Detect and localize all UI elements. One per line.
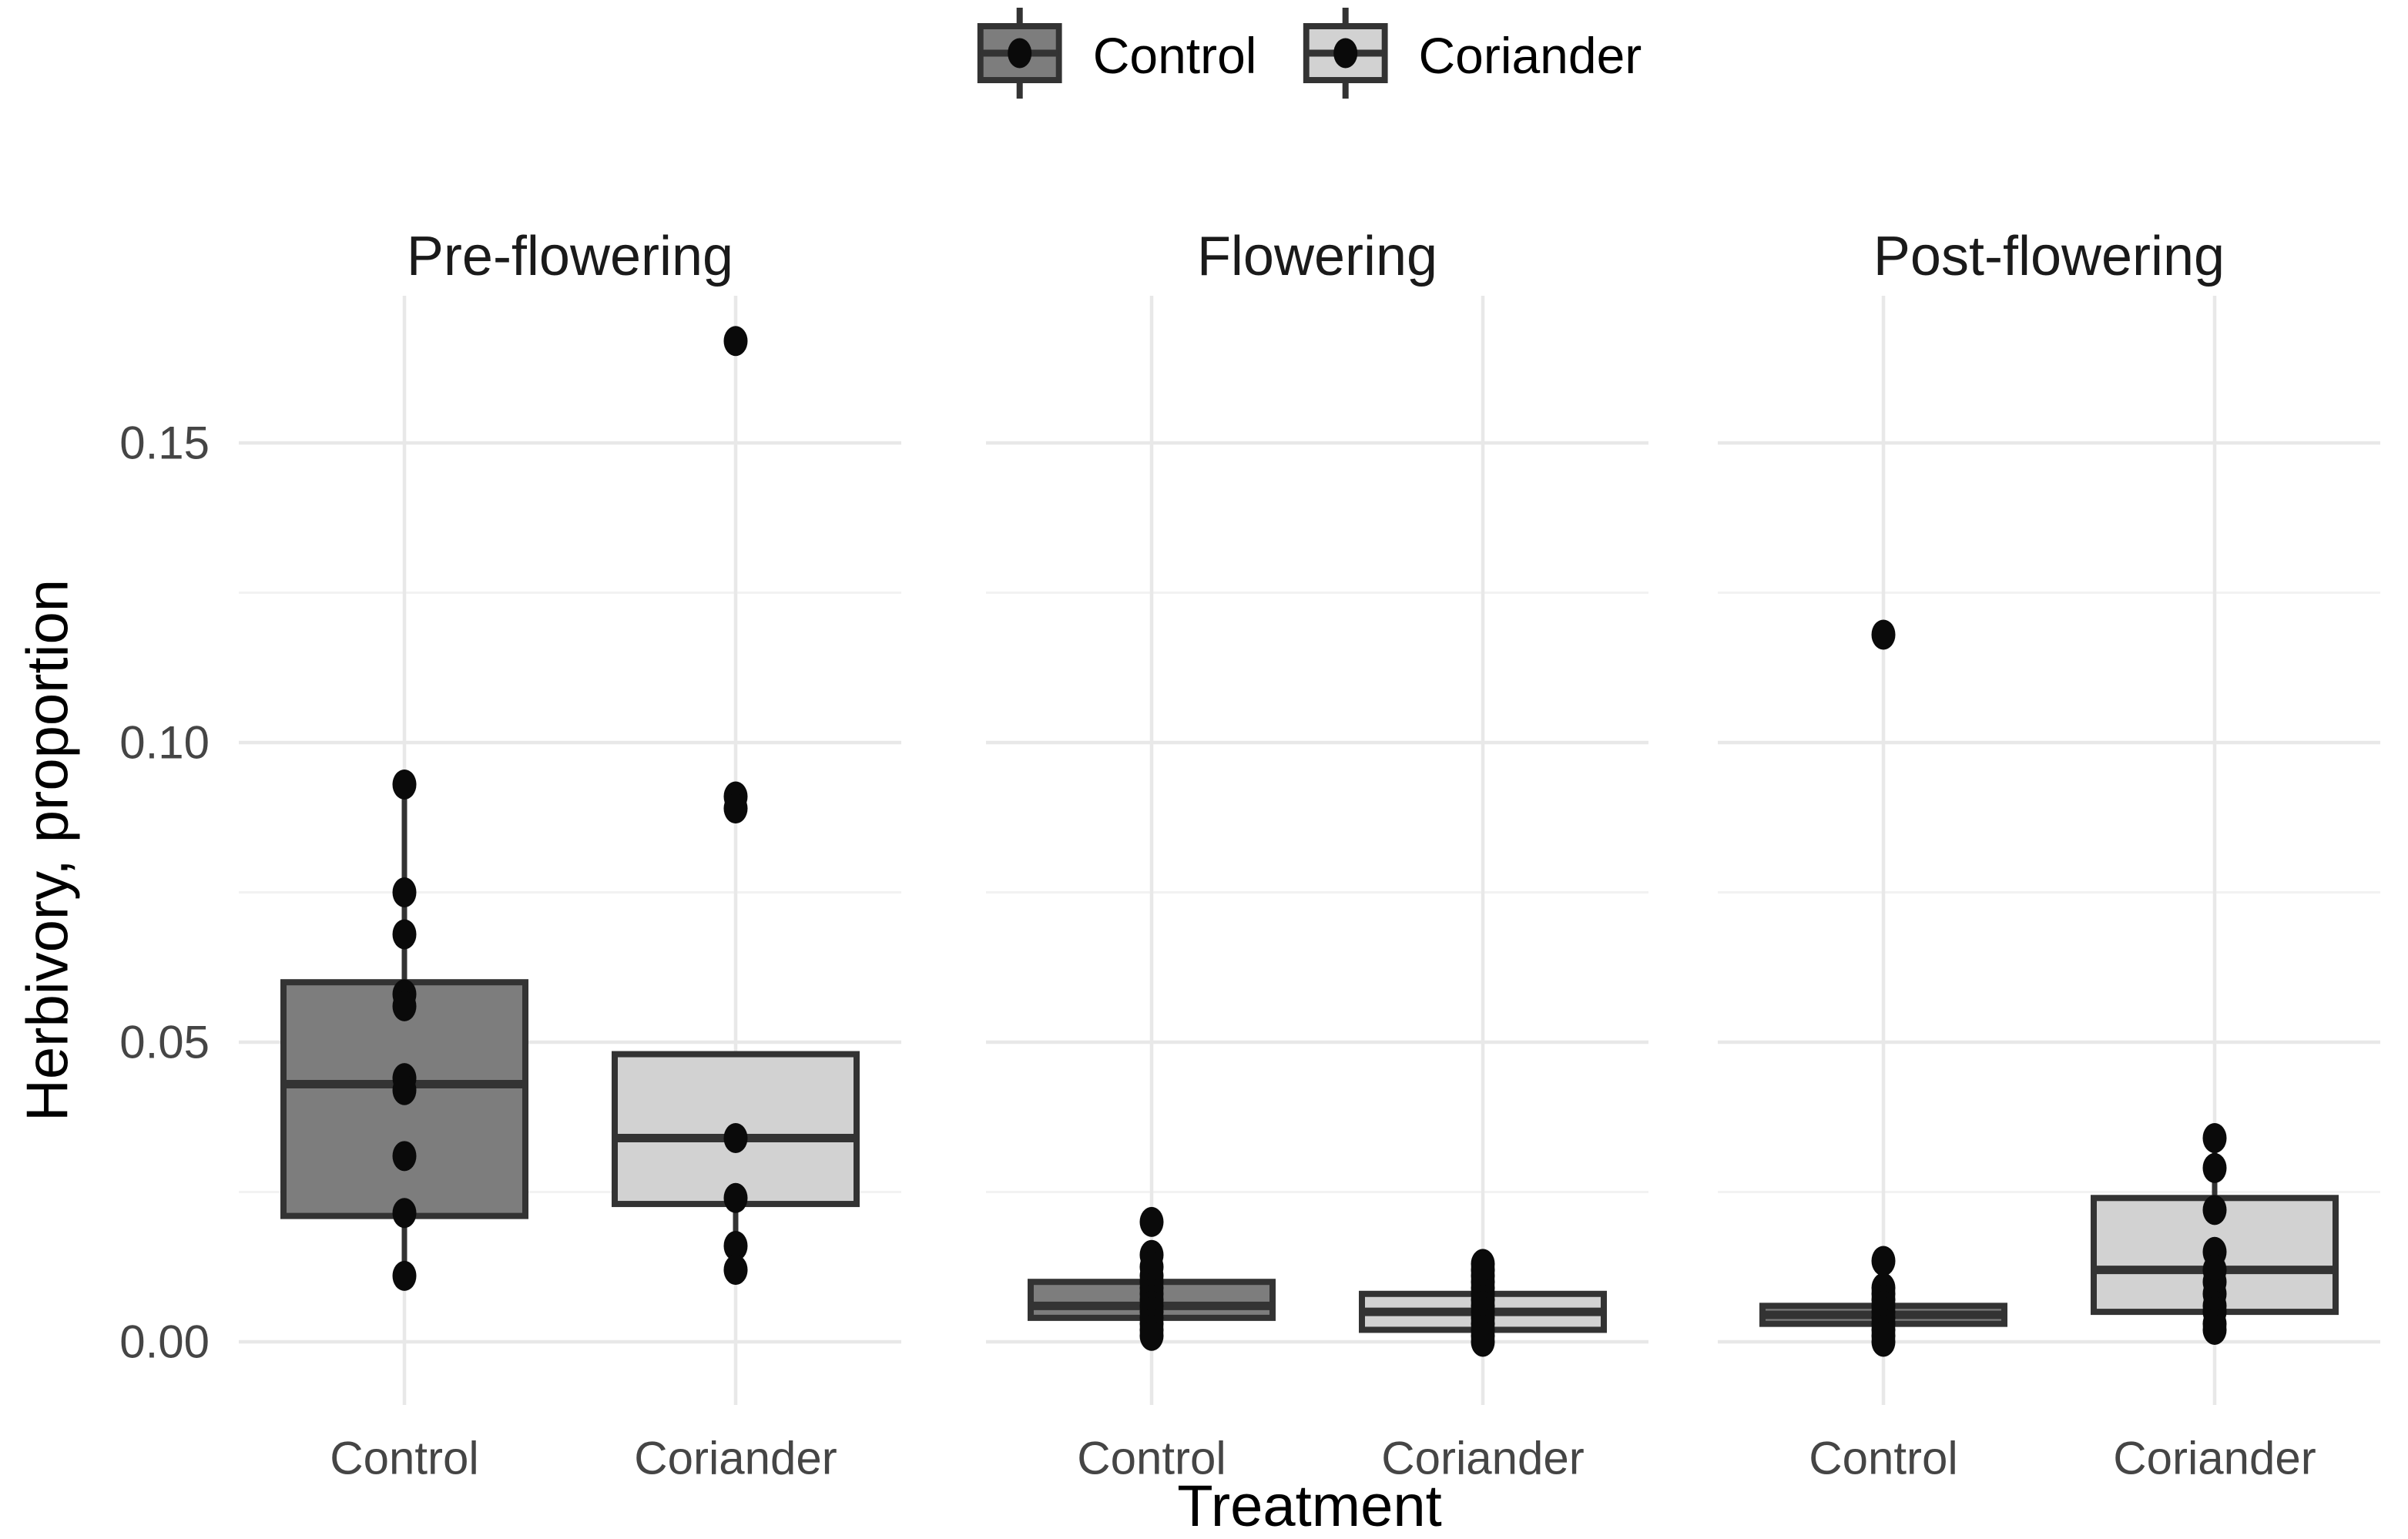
x-tick-label-post-flowering-coriander: Coriander [2113, 1433, 2316, 1484]
legend-key-control-boxplot-icon [977, 5, 1062, 106]
data-point [1871, 1326, 1896, 1357]
y-tick-label-0.05: 0.05 [119, 1017, 210, 1068]
data-point [1471, 1326, 1495, 1357]
y-tick-label-0.00: 0.00 [119, 1316, 210, 1368]
y-tick-label-0.10: 0.10 [119, 717, 210, 769]
x-tick-label-post-flowering-control: Control [1809, 1433, 1957, 1484]
data-point [392, 877, 417, 907]
data-point [392, 1075, 417, 1105]
data-point [392, 919, 417, 950]
legend-item-coriander: Coriander [1303, 5, 1642, 106]
legend-item-control: Control [977, 5, 1257, 106]
legend-label-control: Control [1092, 26, 1257, 84]
facet-title-pre-flowering: Pre-flowering [406, 226, 734, 287]
legend: Control Coriander [977, 5, 1642, 106]
x-tick-label-pre-flowering-coriander: Coriander [634, 1433, 837, 1484]
legend-key-glyph [1303, 8, 1388, 99]
data-point [2202, 1122, 2227, 1153]
facet-title-flowering: Flowering [1196, 226, 1438, 287]
jitter-points-flowering-control [1139, 1206, 1164, 1351]
data-point [392, 1260, 417, 1291]
x-tick-label-flowering-control: Control [1077, 1433, 1226, 1484]
data-point [2202, 1314, 2227, 1345]
data-point [1139, 1206, 1164, 1237]
jitter-points-pre-flowering-control [392, 769, 417, 1291]
data-point [2202, 1152, 2227, 1183]
panel-flowering: Control Coriander [986, 296, 1648, 1484]
data-point [392, 991, 417, 1021]
data-point [1871, 1246, 1896, 1276]
x-axis-title: Treatment [1177, 1474, 1442, 1539]
data-point [723, 326, 748, 357]
data-point [2202, 1195, 2227, 1226]
jitter-points-flowering-coriander [1471, 1249, 1495, 1357]
facet-title-post-flowering: Post-flowering [1873, 226, 2225, 287]
legend-key-glyph [977, 8, 1062, 99]
jitter-points-post-flowering-control [1871, 619, 1896, 1357]
y-tick-label-0.15: 0.15 [119, 417, 210, 469]
data-point [1871, 619, 1896, 650]
panel-post-flowering: Control Coriander [1718, 296, 2380, 1484]
data-point [392, 1198, 417, 1229]
data-point [723, 1255, 748, 1286]
data-point [723, 1231, 748, 1262]
data-point [392, 1141, 417, 1172]
jitter-points-post-flowering-coriander [2202, 1122, 2227, 1345]
data-point [1139, 1320, 1164, 1351]
legend-key-coriander-boxplot-icon [1303, 5, 1388, 106]
jitter-points-pre-flowering-coriander [723, 326, 748, 1286]
data-point [723, 1182, 748, 1213]
data-point [723, 793, 748, 824]
data-point [723, 1122, 748, 1153]
x-tick-label-pre-flowering-control: Control [330, 1433, 478, 1484]
panel-pre-flowering: Control Coriander [239, 296, 901, 1484]
legend-label-coriander: Coriander [1418, 26, 1642, 84]
data-point [392, 769, 417, 800]
x-tick-label-flowering-coriander: Coriander [1381, 1433, 1584, 1484]
